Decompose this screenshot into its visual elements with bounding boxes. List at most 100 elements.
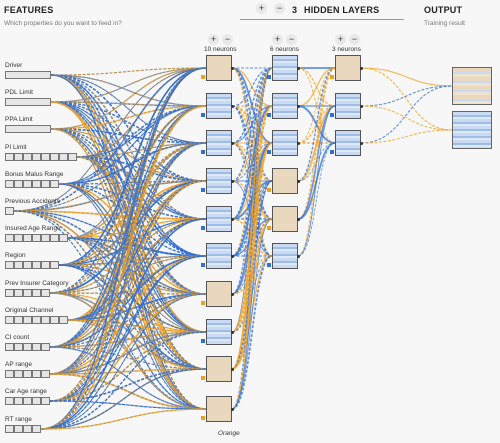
feature-input-box[interactable] (23, 289, 32, 297)
feature-input-box[interactable] (14, 153, 23, 161)
layer-1-add-neuron-button[interactable]: + (208, 34, 219, 45)
feature-input-box[interactable] (41, 370, 50, 378)
layer-1-neuron[interactable] (206, 130, 232, 156)
feature-input-box[interactable] (14, 289, 23, 297)
add-layer-button[interactable]: + (256, 3, 267, 14)
feature-input-box[interactable] (14, 397, 23, 405)
layer-1-neuron[interactable] (206, 206, 232, 232)
feature-input-box[interactable] (23, 397, 32, 405)
layer-2-neuron[interactable] (272, 206, 298, 232)
output-node-dot (231, 180, 234, 183)
feature-input-box[interactable] (5, 397, 14, 405)
feature-input-box[interactable] (5, 98, 51, 106)
feature-input-box[interactable] (5, 234, 14, 242)
feature-input-box[interactable] (68, 153, 77, 161)
feature-input-box[interactable] (5, 261, 14, 269)
feature-input-box[interactable] (14, 180, 23, 188)
feature-input-box[interactable] (5, 71, 51, 79)
feature-input-box[interactable] (5, 316, 14, 324)
feature-input-box[interactable] (50, 234, 59, 242)
layer-1-neuron[interactable] (206, 93, 232, 119)
feature-input-box[interactable] (41, 316, 50, 324)
layer-2-neuron[interactable] (272, 55, 298, 81)
feature-input-box[interactable] (50, 153, 59, 161)
feature-input-box[interactable] (5, 343, 14, 351)
layer-3-remove-neuron-button[interactable]: − (349, 34, 360, 45)
feature-input-box[interactable] (50, 261, 59, 269)
feature-input-box[interactable] (14, 425, 23, 433)
layer-2-add-neuron-button[interactable]: + (272, 34, 283, 45)
feature-input-box[interactable] (32, 425, 41, 433)
feature-input-box[interactable] (41, 180, 50, 188)
feature-input-box[interactable] (50, 316, 59, 324)
feature-input-box[interactable] (23, 261, 32, 269)
layer-2-remove-neuron-button[interactable]: − (286, 34, 297, 45)
feature-input-box[interactable] (14, 261, 23, 269)
feature-input-box[interactable] (5, 289, 14, 297)
feature-input-box[interactable] (14, 343, 23, 351)
feature-input-box[interactable] (41, 289, 50, 297)
feature-input-box[interactable] (41, 397, 50, 405)
feature-input-box[interactable] (23, 343, 32, 351)
feature-input-box[interactable] (41, 261, 50, 269)
feature-input-box[interactable] (41, 153, 50, 161)
bias-marker (267, 226, 271, 230)
layer-3-neuron[interactable] (335, 55, 361, 81)
feature-input-box[interactable] (23, 153, 32, 161)
feature-input-box[interactable] (14, 316, 23, 324)
layer-3-add-neuron-button[interactable]: + (335, 34, 346, 45)
feature-input-box[interactable] (59, 316, 68, 324)
remove-layer-button[interactable]: − (274, 3, 285, 14)
feature-input-box[interactable] (32, 234, 41, 242)
layer-3-neuron[interactable] (335, 93, 361, 119)
layer-1-neuron[interactable] (206, 396, 232, 422)
feature-input-box[interactable] (32, 370, 41, 378)
output-node-dot (297, 142, 300, 145)
layer-1-neuron[interactable] (206, 356, 232, 382)
layer-1-neuron[interactable] (206, 243, 232, 269)
feature-input-box[interactable] (50, 180, 59, 188)
layer-1-neuron[interactable] (206, 168, 232, 194)
layer-1-remove-neuron-button[interactable]: − (222, 34, 233, 45)
layer-1-neuron[interactable] (206, 55, 232, 81)
feature-input-box[interactable] (14, 370, 23, 378)
layer-1-neuron[interactable] (206, 319, 232, 345)
output-node-dot (297, 218, 300, 221)
feature-input-box[interactable] (5, 207, 14, 215)
feature-input-box[interactable] (41, 343, 50, 351)
layer-2-neuron[interactable] (272, 243, 298, 269)
feature-input-box[interactable] (32, 343, 41, 351)
feature-input-box[interactable] (23, 180, 32, 188)
feature-input-box[interactable] (41, 234, 50, 242)
feature-input-box[interactable] (59, 234, 68, 242)
layer-2-neuron[interactable] (272, 168, 298, 194)
output-node-dot (231, 105, 234, 108)
feature-input-box[interactable] (32, 180, 41, 188)
feature-input-box[interactable] (23, 316, 32, 324)
layer-2-neuron[interactable] (272, 93, 298, 119)
feature-input-box[interactable] (5, 153, 14, 161)
feature-input-box[interactable] (5, 125, 51, 133)
feature-input-box[interactable] (32, 316, 41, 324)
feature-input-box[interactable] (14, 234, 23, 242)
bias-marker (267, 75, 271, 79)
feature-input-box[interactable] (59, 153, 68, 161)
layer-1-neuron[interactable] (206, 281, 232, 307)
feature-input-box[interactable] (5, 425, 14, 433)
feature-input-box[interactable] (23, 234, 32, 242)
feature-input-box[interactable] (32, 153, 41, 161)
feature-label: Bonus Malus Range (5, 171, 64, 178)
feature-input-box[interactable] (23, 370, 32, 378)
hidden-layers-divider (240, 19, 404, 20)
feature-input-box[interactable] (32, 289, 41, 297)
feature-input-box[interactable] (5, 180, 14, 188)
feature-input-box[interactable] (5, 370, 14, 378)
bias-marker (330, 113, 334, 117)
layer-2-neuron[interactable] (272, 130, 298, 156)
feature-input-box[interactable] (32, 397, 41, 405)
bias-marker (330, 150, 334, 154)
layer-3-neuron[interactable] (335, 130, 361, 156)
bias-marker (201, 150, 205, 154)
feature-input-box[interactable] (32, 261, 41, 269)
feature-input-box[interactable] (23, 425, 32, 433)
